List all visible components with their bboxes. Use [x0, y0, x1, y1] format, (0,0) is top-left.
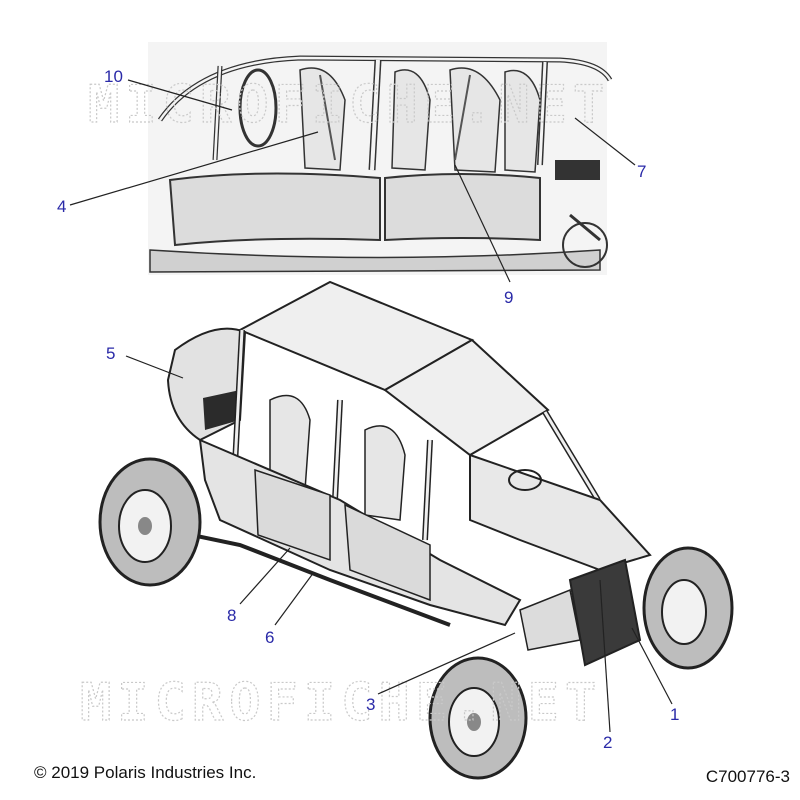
inset-interior-view — [148, 42, 613, 275]
copyright-notice: © 2019 Polaris Industries Inc. — [34, 763, 257, 782]
leader-line-4 — [69, 131, 319, 206]
leader-line-7 — [574, 117, 636, 166]
figure-id: C700776-3 — [705, 767, 790, 786]
watermark-top: MICROFICHE.NET — [88, 75, 610, 135]
leader-line-8 — [239, 547, 291, 605]
leader-line-9 — [454, 164, 511, 283]
callout-9: 9 — [504, 288, 513, 307]
main-vehicle-view — [119, 280, 652, 667]
callout-10: 10 — [104, 67, 123, 86]
wheel-front-right — [642, 546, 734, 670]
leader-line-3 — [377, 632, 516, 695]
leader-line-2 — [599, 579, 611, 733]
wheel-rear-left — [98, 457, 202, 587]
callout-6: 6 — [265, 628, 274, 647]
leader-line-5 — [125, 355, 184, 379]
callout-4: 4 — [57, 197, 66, 216]
leader-lines — [69, 79, 673, 733]
leader-line-10 — [127, 79, 233, 111]
callout-3: 3 — [366, 695, 375, 714]
leader-line-6 — [274, 571, 315, 626]
leader-line-1 — [631, 627, 673, 705]
callout-5: 5 — [106, 344, 115, 363]
wheel-front-left — [428, 656, 528, 780]
callout-7: 7 — [637, 162, 646, 181]
callout-1: 1 — [670, 705, 679, 724]
callout-2: 2 — [603, 733, 612, 752]
watermark-bottom: MICROFICHE.NET — [80, 673, 602, 733]
callout-8: 8 — [227, 606, 236, 625]
